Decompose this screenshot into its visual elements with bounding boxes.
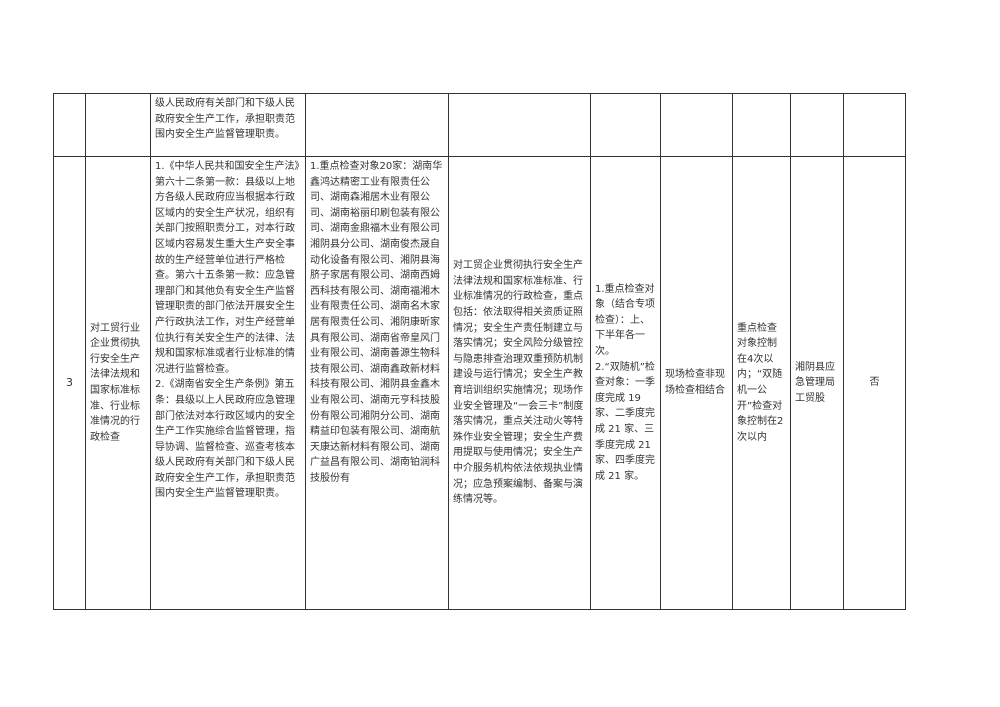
cell-content xyxy=(448,93,591,157)
cell-content: 对工贸企业贯彻执行安全生产法律法规和国家标准标准、行业标准情况的行政检查，重点包… xyxy=(448,156,591,610)
cell-method xyxy=(660,93,733,157)
cell-objects xyxy=(305,93,449,157)
table-row: 3 对工贸行业企业贯彻执行安全生产法律法规和国家标准标准、行业标准情况的行政检查… xyxy=(53,156,906,610)
cell-basis: 级人民政府有关部门和下级人民政府安全生产工作，承担职责范围内安全生产监督管理职责… xyxy=(150,93,306,157)
cell-method: 现场检查非现场检查相结合 xyxy=(660,156,733,610)
cell-number xyxy=(53,93,86,157)
cell-basis: 1.《中华人民共和国安全生产法》第六十二条第一款：县级以上地方各级人民政府应当根… xyxy=(150,156,306,610)
cell-number: 3 xyxy=(53,156,86,610)
cell-limit xyxy=(732,93,791,157)
cell-frequency xyxy=(590,93,661,157)
cell-item xyxy=(85,93,151,157)
cell-frequency: 1.重点检查对象（结合专项检查）：上、下半年各一次。 2.“双随机”检查对象：一… xyxy=(590,156,661,610)
cell-department xyxy=(790,93,844,157)
cell-objects: 1.重点检查对象20家：湖南华鑫鸿达精密工业有限责任公司、湖南森湘居木业有限公司… xyxy=(305,156,449,610)
cell-joint xyxy=(843,93,906,157)
cell-joint: 否 xyxy=(843,156,906,610)
inspection-plan-table: 级人民政府有关部门和下级人民政府安全生产工作，承担职责范围内安全生产监督管理职责… xyxy=(53,93,906,610)
cell-item: 对工贸行业企业贯彻执行安全生产法律法规和国家标准标准、行业标准情况的行政检查 xyxy=(85,156,151,610)
cell-limit: 重点检查对象控制在4次以内；“双随机一公开”检查对象控制在2次以内 xyxy=(732,156,791,610)
table-row: 级人民政府有关部门和下级人民政府安全生产工作，承担职责范围内安全生产监督管理职责… xyxy=(53,93,906,157)
cell-department: 湘阴县应急管理局工贸股 xyxy=(790,156,844,610)
